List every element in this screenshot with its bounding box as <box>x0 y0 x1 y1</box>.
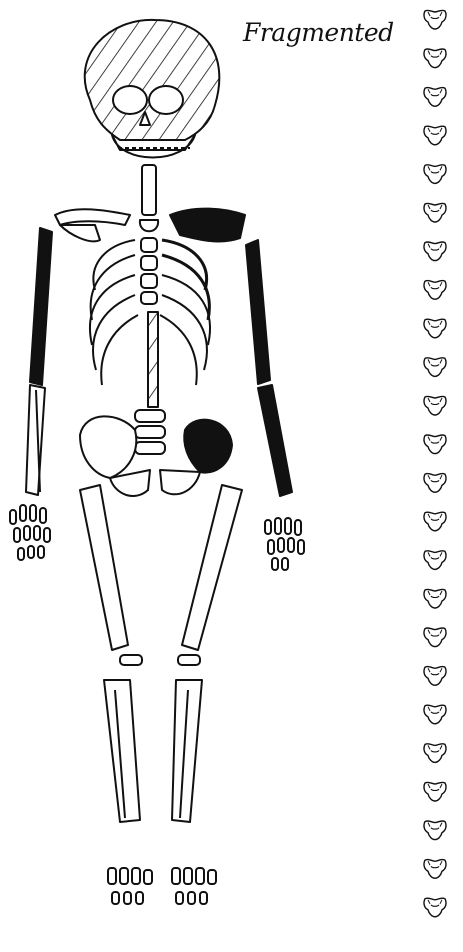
vertebra-icon <box>424 358 446 377</box>
vertebra-icon <box>424 281 446 300</box>
vertebra-icon <box>424 782 446 801</box>
vertebra-icon <box>424 10 446 29</box>
left-leg <box>80 485 152 904</box>
skull <box>85 20 220 158</box>
vertebra-icon <box>424 705 446 724</box>
vertebra-icon <box>424 628 446 647</box>
vertebra-icon <box>424 49 446 68</box>
vertebra-icon <box>424 551 446 570</box>
right-leg <box>172 485 242 904</box>
vertebra-icon <box>424 744 446 763</box>
vertebra-icon-column <box>424 10 446 916</box>
vertebra-icon <box>424 898 446 917</box>
vertebra-icon <box>424 165 446 184</box>
vertebra-icon <box>424 860 446 879</box>
vertebra-icon <box>424 88 446 107</box>
vertebra-icon <box>424 589 446 608</box>
left-arm <box>26 228 52 495</box>
vertebra-icon <box>424 203 446 222</box>
vertebra-icon <box>424 512 446 531</box>
left-hand <box>10 505 50 560</box>
right-arm <box>246 240 292 496</box>
vertebra-icon <box>424 319 446 338</box>
fragmented-annotation: Fragmented <box>243 18 394 47</box>
vertebra-icon <box>424 242 446 261</box>
right-hand <box>265 518 304 570</box>
vertebra-icon <box>424 821 446 840</box>
vertebra-icon <box>424 126 446 145</box>
vertebral-column <box>135 165 165 454</box>
vertebra-icon <box>424 396 446 415</box>
vertebra-icon <box>424 474 446 493</box>
vertebra-icon <box>424 667 446 686</box>
vertebra-icon <box>424 435 446 454</box>
